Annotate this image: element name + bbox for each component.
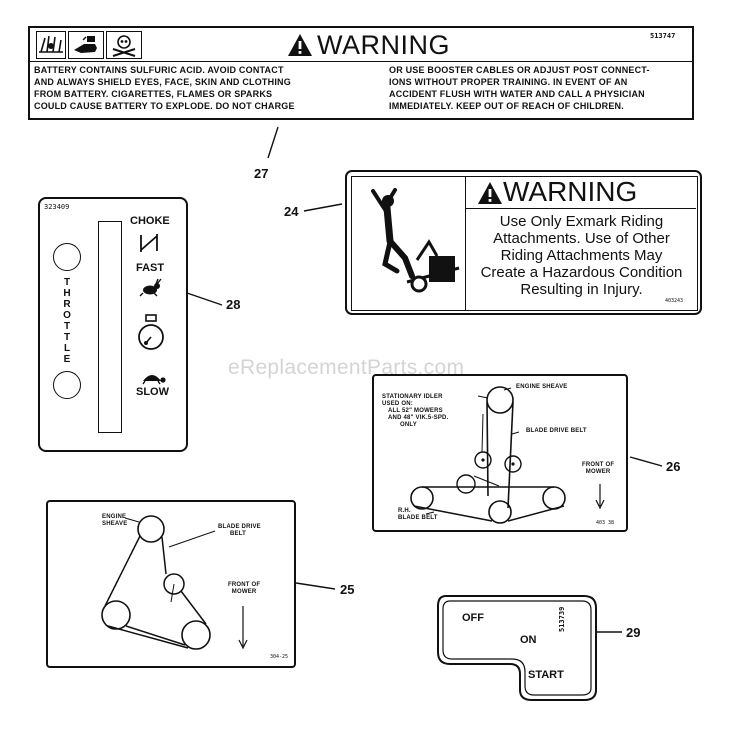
text-line: FRONT OF (228, 582, 261, 588)
front-of-mower-label: FRONT OF MOWER (228, 582, 260, 596)
text-line: BLADE DRIVE (218, 524, 261, 530)
text-line: STATIONARY IDLER (382, 394, 443, 400)
text-line: AND 48" VIK.5-SPD. (388, 415, 449, 421)
attachments-warning-heading: WARNING (503, 176, 638, 207)
text-line: ALL 52" MOWERS (388, 408, 443, 414)
text-line: MOWER (585, 469, 611, 475)
text-line: MOWER (231, 589, 257, 595)
fuel-engine-icon (136, 314, 166, 352)
attachments-warning-decal: WARNING Use Only Exmark Riding Attachmen… (345, 170, 702, 315)
on-position-label: ON (520, 634, 537, 646)
warning-triangle-icon (477, 181, 503, 205)
throttle-knob-top (53, 243, 81, 271)
throttle-letter: R (63, 299, 71, 310)
engine-sheave-label: ENGINE SHEAVE (516, 384, 568, 390)
engine-sheave-label: ENGINE SHEAVE (102, 514, 127, 528)
text-line: Create a Hazardous Condition (480, 264, 683, 281)
warning-triangle-icon (287, 33, 313, 57)
text-line: FROM BATTERY. CIGARETTES, FLAMES OR SPAR… (34, 89, 273, 99)
battery-decal-part-number: 513747 (650, 32, 676, 40)
throttle-label: T H R O T T L E (60, 277, 74, 365)
choke-icon (138, 232, 160, 254)
battery-warning-right-text: OR USE BOOSTER CABLES OR ADJUST POST CON… (389, 64, 650, 112)
belt-decal-part-number: 304-25 (270, 654, 289, 660)
text-line: AND ALWAYS SHIELD EYES, FACE, SKIN AND C… (34, 77, 291, 87)
text-line: ENGINE (102, 514, 127, 520)
slow-label: SLOW (136, 386, 169, 398)
text-line: ONLY (400, 422, 417, 428)
battery-warning-heading: WARNING (317, 30, 450, 60)
start-position-label: START (528, 669, 564, 681)
attachments-decal-part-number: 403243 (665, 298, 684, 304)
callout-24: 24 (284, 204, 299, 219)
text-line: Resulting in Injury. (520, 281, 643, 298)
text-line: R.H. (398, 508, 411, 514)
text-line: FRONT OF (582, 462, 615, 468)
off-position-label: OFF (462, 612, 484, 624)
stationary-idler-label: STATIONARY IDLER USED ON: ALL 52" MOWERS… (382, 394, 448, 429)
text-line: SHEAVE (102, 521, 128, 527)
turtle-icon (140, 371, 166, 385)
eye-hazard-icon (36, 31, 66, 59)
attachments-warning-text: Use Only Exmark Riding Attachments. Use … (467, 213, 696, 298)
callout-29: 29 (626, 625, 641, 640)
text-line: IONS WITHOUT PROPER TRAINING. IN EVENT O… (389, 77, 628, 87)
key-switch-part-number: 513739 (558, 606, 566, 632)
text-line: BLADE BELT (398, 515, 438, 521)
key-switch-decal: OFF ON START 513739 (436, 594, 598, 702)
text-line: USED ON: (382, 401, 413, 407)
throttle-letter: E (63, 354, 71, 365)
rider-thrown-hazard-icon (357, 186, 463, 304)
text-line: Riding Attachments May (500, 247, 663, 264)
text-line: ACCIDENT FLUSH WITH WATER AND CALL A PHY… (389, 89, 645, 99)
text-line: OR USE BOOSTER CABLES OR ADJUST POST CON… (389, 65, 650, 75)
battery-warning-left-text: BATTERY CONTAINS SULFURIC ACID. AVOID CO… (34, 64, 295, 112)
callout-26: 26 (666, 459, 681, 474)
poison-skull-icon (106, 31, 142, 59)
throttle-decal-part-number: 323409 (44, 203, 70, 211)
text-line: COULD CAUSE BATTERY TO EXPLODE. DO NOT C… (34, 101, 295, 111)
throttle-letter: H (63, 288, 71, 299)
watermark: eReplacementParts.com (228, 356, 465, 379)
belt-decal-52-part-number: 403 38 (596, 520, 615, 526)
divider (465, 176, 466, 310)
blade-drive-belt-label: BLADE DRIVE BELT (218, 524, 261, 538)
text-line: BATTERY CONTAINS SULFURIC ACID. AVOID CO… (34, 65, 284, 75)
throttle-letter: T (63, 277, 71, 288)
choke-label: CHOKE (130, 215, 170, 227)
callout-25: 25 (340, 582, 355, 597)
fast-label: FAST (136, 262, 165, 274)
decal-inner-border (351, 176, 698, 311)
throttle-letter: O (63, 310, 71, 321)
hand-protection-icon (68, 31, 104, 59)
throttle-slot (98, 221, 122, 433)
text-line: IMMEDIATELY. KEEP OUT OF REACH OF CHILDR… (389, 101, 624, 111)
callout-27: 27 (254, 166, 269, 181)
throttle-choke-decal: 323409 T H R O T T L E CHOKE FAST (38, 197, 188, 452)
throttle-letter: T (63, 321, 71, 332)
belt-routing-decal: ENGINE SHEAVE BLADE DRIVE BELT FRONT OF … (46, 500, 296, 668)
battery-warning-decal: WARNING 513747 BATTERY CONTAINS SULFURIC… (28, 26, 694, 120)
text-line: BELT (230, 531, 247, 537)
rh-blade-belt-label: R.H. BLADE BELT (398, 508, 438, 522)
front-of-mower-label: FRONT OF MOWER (582, 462, 614, 476)
belt-routing-decal-52in: ENGINE SHEAVE STATIONARY IDLER USED ON: … (372, 374, 628, 532)
throttle-knob-bottom (53, 371, 81, 399)
callout-28: 28 (226, 297, 241, 312)
text-line: Attachments. Use of Other (493, 230, 670, 247)
rabbit-icon (139, 278, 162, 297)
blade-drive-belt-label: BLADE DRIVE BELT (526, 428, 587, 434)
belt-routing-diagram (101, 515, 248, 650)
warning-header-divider (30, 61, 692, 62)
heading-underline (465, 208, 696, 209)
throttle-letter: T (63, 332, 71, 343)
throttle-letter: L (63, 343, 71, 354)
belt-routing-diagram (410, 386, 605, 524)
text-line: Use Only Exmark Riding (499, 213, 664, 230)
